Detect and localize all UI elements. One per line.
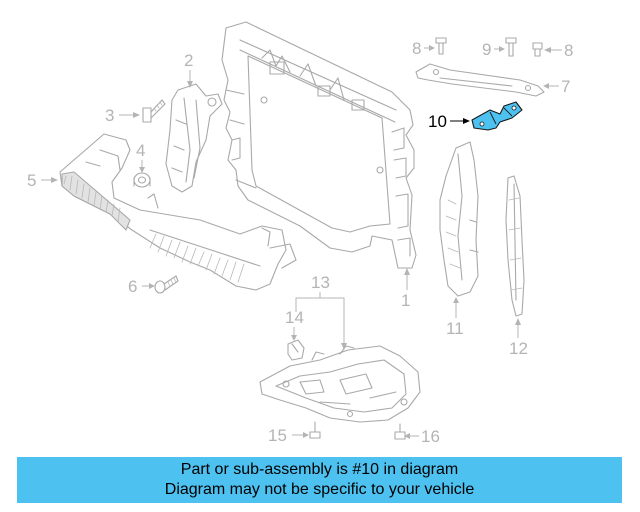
svg-text:7: 7 (561, 77, 570, 96)
callout-5: 5 (27, 171, 36, 190)
svg-text:11: 11 (446, 319, 464, 338)
banner-disclaimer-line: Diagram may not be specific to your vehi… (164, 481, 475, 498)
part-3-bolt[interactable] (142, 99, 166, 123)
part-6-screw[interactable] (154, 275, 179, 294)
callout-10-highlighted: 10 (428, 112, 447, 131)
part-7-upper-tie-bar[interactable] (415, 63, 545, 97)
svg-text:9: 9 (482, 40, 491, 59)
svg-text:2: 2 (184, 51, 193, 70)
callout-15: 15 (268, 426, 287, 445)
part-info-banner: Part or sub-assembly is #10 in diagram D… (17, 457, 622, 503)
part-2-side-bracket[interactable] (165, 83, 223, 193)
part-13-under-engine-shield[interactable] (259, 345, 421, 423)
callout-11: 11 (446, 319, 464, 338)
svg-text:6: 6 (128, 277, 137, 296)
callout-14: 14 (285, 308, 304, 327)
part-14-clip[interactable] (287, 339, 305, 361)
part-1-radiator-support[interactable] (221, 21, 417, 269)
callout-4: 4 (136, 141, 145, 160)
exploded-parts-diagram: 1 2 3 4 5 6 7 8 9 8 10 11 12 13 14 15 16 (27, 21, 573, 446)
part-12-side-deflector[interactable] (505, 175, 525, 317)
svg-text:8: 8 (412, 39, 421, 58)
svg-text:3: 3 (105, 106, 114, 125)
callout-8-left: 8 (412, 39, 421, 58)
svg-text:13: 13 (311, 273, 330, 292)
leader-lines (41, 45, 562, 439)
part-5-lower-deflector[interactable] (59, 133, 297, 291)
part-10-bracket-highlighted[interactable] (471, 101, 523, 131)
callout-9: 9 (482, 40, 491, 59)
callout-16: 16 (421, 427, 440, 446)
svg-text:4: 4 (136, 141, 145, 160)
svg-text:15: 15 (268, 426, 287, 445)
banner-part-line: Part or sub-assembly is #10 in diagram (180, 461, 459, 478)
callout-6: 6 (128, 277, 137, 296)
svg-text:5: 5 (27, 171, 36, 190)
part-11-air-guide[interactable] (439, 141, 479, 297)
callout-2: 2 (184, 51, 193, 70)
part-9-bolt[interactable] (505, 37, 517, 57)
svg-text:14: 14 (285, 308, 304, 327)
callout-1: 1 (401, 291, 410, 310)
svg-text:10: 10 (428, 112, 447, 131)
callout-8-right: 8 (564, 41, 573, 60)
part-16-screw[interactable] (394, 423, 406, 440)
part-15-screw[interactable] (309, 421, 321, 439)
svg-text:16: 16 (421, 427, 440, 446)
svg-text:8: 8 (564, 41, 573, 60)
callout-3: 3 (105, 106, 114, 125)
part-8-bolt-left[interactable] (435, 37, 447, 55)
part-8-bolt-right[interactable] (532, 42, 543, 57)
callout-13: 13 (311, 273, 330, 292)
svg-text:1: 1 (401, 291, 410, 310)
callout-12: 12 (509, 339, 528, 358)
svg-text:12: 12 (509, 339, 528, 358)
part-4-nut[interactable] (133, 172, 151, 188)
callout-7: 7 (561, 77, 570, 96)
